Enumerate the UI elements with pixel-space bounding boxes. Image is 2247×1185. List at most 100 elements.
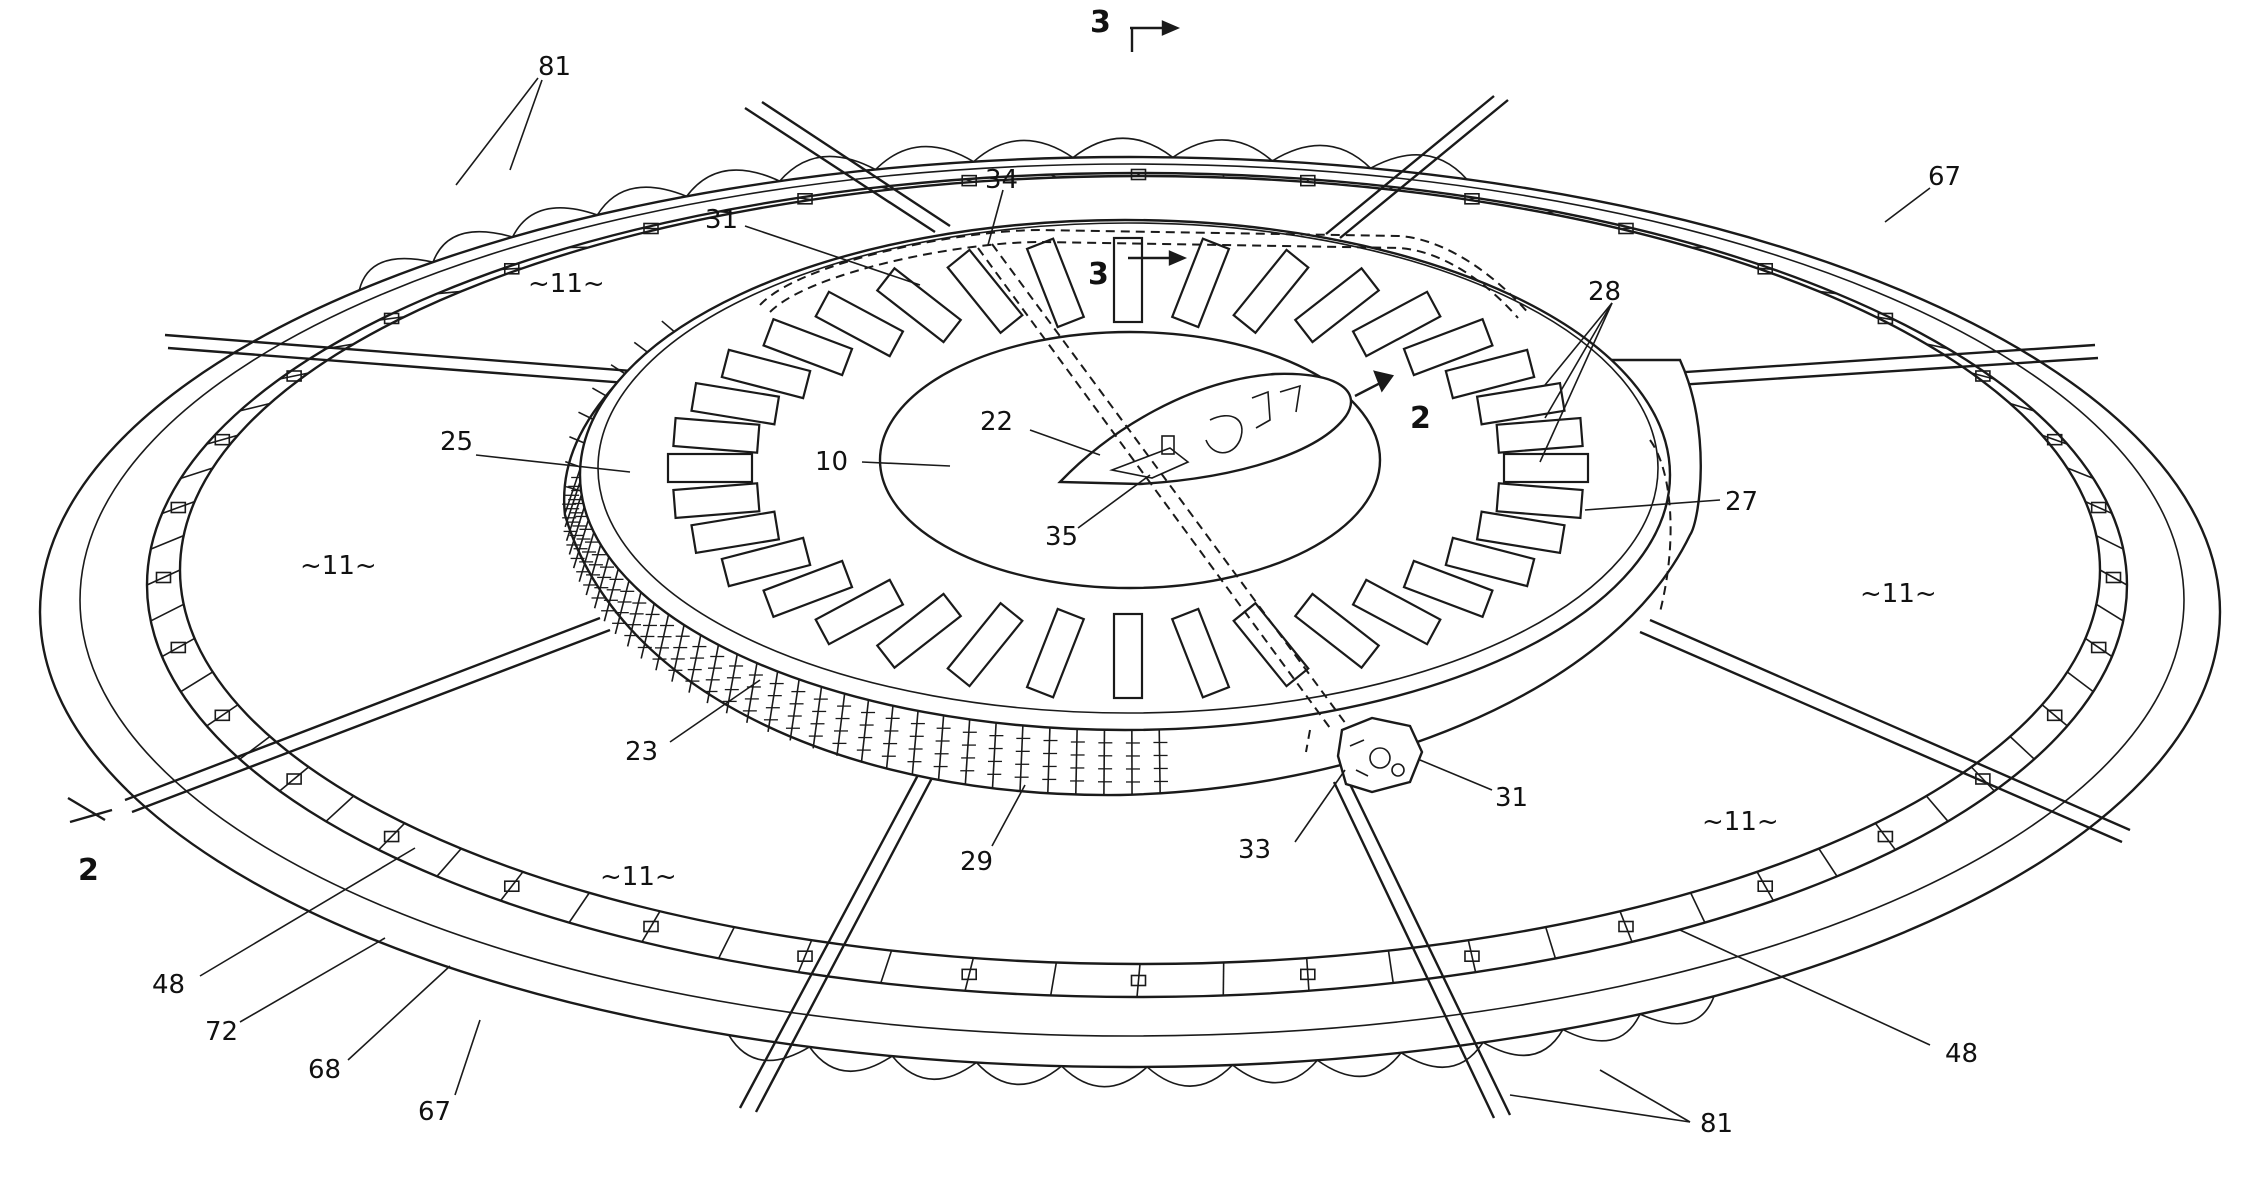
ring-rib	[1049, 962, 1058, 996]
vent-divider	[991, 722, 997, 788]
vent-divider	[655, 614, 670, 671]
ring-bracket	[1464, 193, 1480, 205]
ring-bracket	[214, 709, 231, 722]
ring-rib	[1619, 910, 1633, 943]
ref-34: 34	[985, 165, 1018, 195]
cockpit-canopy	[1057, 372, 1353, 486]
ring-rib	[797, 939, 813, 973]
intake-slot	[1495, 482, 1584, 520]
ring-rib	[1136, 963, 1141, 998]
ring-rib	[2095, 603, 2124, 622]
intake-slot	[1170, 607, 1231, 699]
ring-rib	[1970, 766, 1995, 792]
ring-rib	[717, 926, 736, 959]
vent-divider	[937, 715, 945, 780]
ring-bracket	[643, 222, 659, 235]
intake-slot	[1293, 592, 1381, 670]
ring-rib	[1874, 822, 1897, 851]
ring-rib	[1305, 957, 1310, 991]
ring-rib	[1757, 267, 1774, 271]
vent-divider	[565, 485, 582, 492]
ring-rib	[2095, 534, 2124, 550]
vent-divider	[767, 671, 779, 733]
ring-bracket	[503, 880, 520, 893]
intake-slot-outline	[762, 559, 854, 619]
vent-divider	[614, 580, 630, 635]
ring-rib	[161, 500, 195, 515]
vent-divider	[610, 364, 626, 375]
intake-slot	[762, 317, 854, 377]
intake-slot	[814, 290, 905, 358]
ring-bracket	[797, 950, 813, 962]
ring-rib	[880, 950, 893, 984]
ring-rib	[325, 795, 355, 822]
intake-slot	[1351, 578, 1442, 646]
intake-slot-outline	[1502, 452, 1590, 484]
vent-divider	[1019, 725, 1024, 791]
intake-slot	[690, 381, 781, 426]
ring-rib	[568, 892, 591, 923]
section-label-3-top: 3	[1090, 5, 1111, 40]
intake-slot-outline	[1025, 237, 1086, 329]
vent-divider	[911, 710, 919, 775]
ring-rib	[180, 671, 214, 693]
vent-divider	[671, 624, 685, 682]
ring-rib	[1136, 172, 1141, 177]
ring-rib	[1619, 227, 1633, 230]
edge-flap	[1370, 154, 1468, 180]
section-label-2-right: 2	[1410, 401, 1431, 436]
intake-slot-outline	[1170, 237, 1231, 329]
panel-11-sw: ~11~	[600, 862, 677, 892]
ring-rib	[206, 704, 239, 727]
ref-67-bottom: 67	[418, 1097, 451, 1127]
intake-slot-outline	[672, 416, 761, 454]
intake-slot-outline	[1170, 607, 1231, 699]
edge-flap	[1316, 1052, 1402, 1078]
ring-rib	[378, 315, 405, 321]
ring-bracket	[1975, 370, 1991, 382]
leader-lines	[199, 77, 1931, 1123]
edge-flap	[1562, 1013, 1641, 1042]
intake-slot-outline	[946, 248, 1024, 335]
intake-slot-outline	[1444, 536, 1536, 588]
vent-divider	[578, 531, 595, 582]
vent-divider	[633, 341, 648, 353]
ring-rib	[150, 534, 184, 550]
ref-31-top: 31	[705, 205, 738, 235]
intake-slot	[946, 248, 1024, 335]
vent-divider	[585, 544, 602, 596]
intake-slot-outline	[1444, 348, 1536, 400]
intake-slot-outline	[1495, 482, 1584, 520]
vent-divider	[578, 411, 594, 421]
hatched-vents-23-29	[562, 320, 1168, 795]
edge-flap	[973, 139, 1074, 163]
ring-bracket	[1300, 174, 1316, 187]
ring-bracket	[383, 830, 400, 843]
vent-divider	[885, 705, 894, 769]
ring-rib	[798, 197, 812, 201]
ring-bracket	[286, 370, 302, 382]
intake-slot	[762, 559, 854, 619]
intake-slot-outline	[1293, 266, 1381, 344]
vent-divider	[836, 693, 846, 756]
vent-divider	[592, 387, 608, 397]
ring-bracket	[961, 174, 977, 187]
vent-divider	[789, 679, 800, 741]
intake-slot-outline	[1351, 578, 1442, 646]
ring-bracket	[1300, 968, 1316, 981]
ring-rib	[161, 637, 195, 658]
ring-rib	[641, 910, 661, 943]
vent-divider	[725, 654, 739, 714]
intake-slot	[672, 482, 761, 520]
ref-25: 25	[440, 427, 473, 457]
panel-11-nw: ~11~	[528, 269, 605, 299]
ring-rib	[641, 227, 661, 230]
ring-rib	[1387, 950, 1395, 984]
intake-slot	[814, 578, 905, 646]
vent-divider	[603, 568, 620, 622]
intake-slot	[875, 592, 963, 670]
intake-slot-outline	[720, 348, 812, 400]
vent-divider	[1103, 729, 1106, 795]
edge-flap	[1639, 995, 1715, 1025]
